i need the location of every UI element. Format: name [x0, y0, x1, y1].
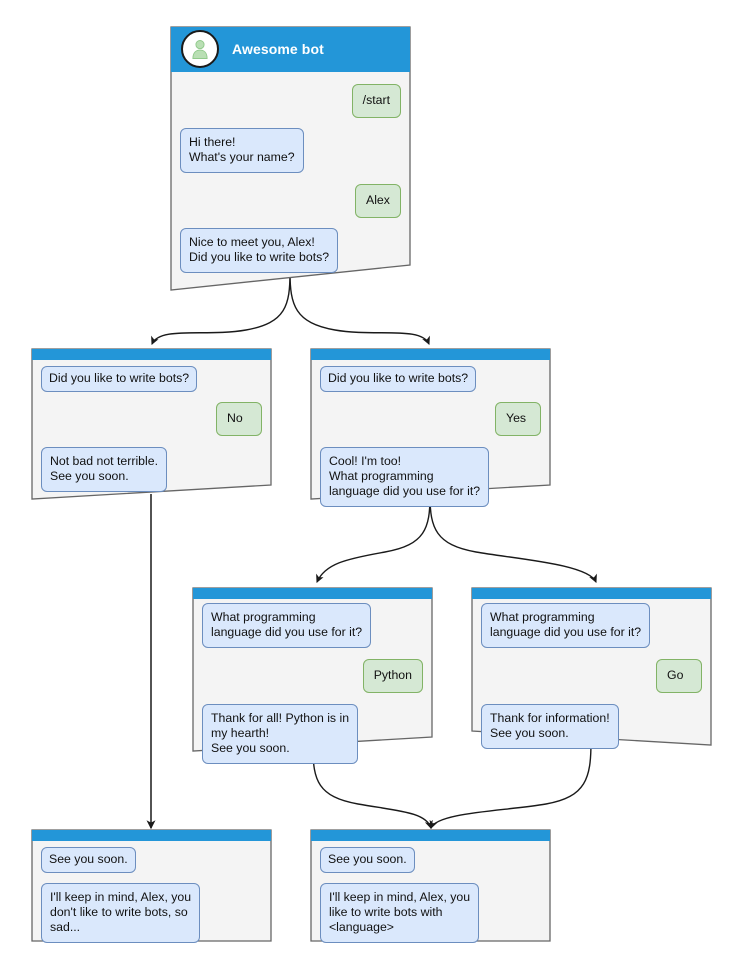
- node-root-chat: /start Hi there! What's your name? Alex …: [170, 72, 411, 273]
- bot-message-bubble: What programming language did you use fo…: [202, 603, 372, 648]
- message-row: What programming language did you use fo…: [202, 603, 423, 648]
- bot-message-bubble: Thank for all! Python is in my hearth! S…: [202, 704, 359, 764]
- node-end-sad-header: [31, 829, 272, 841]
- node-root[interactable]: Awesome bot /start Hi there! What's your…: [170, 26, 411, 291]
- message-row: Cool! I'm too! What programming language…: [320, 447, 541, 507]
- user-message-bubble: Go: [656, 659, 702, 693]
- bot-message-bubble: Nice to meet you, Alex! Did you like to …: [180, 228, 339, 273]
- edge-go-to-end-happy: [429, 741, 592, 830]
- bot-message-bubble: I'll keep in mind, Alex, you like to wri…: [320, 883, 480, 943]
- node-yes-branch-header: [310, 348, 551, 360]
- message-row: No: [41, 402, 262, 436]
- message-row: Yes: [320, 402, 541, 436]
- message-row: See you soon.: [320, 847, 541, 873]
- bot-message-bubble: Thank for information! See you soon.: [481, 704, 619, 749]
- message-row: Alex: [180, 184, 401, 218]
- message-row: Nice to meet you, Alex! Did you like to …: [180, 228, 401, 273]
- message-row: Thank for information! See you soon.: [481, 704, 702, 749]
- bot-message-bubble: Did you like to write bots?: [320, 366, 477, 392]
- bot-message-bubble: Cool! I'm too! What programming language…: [320, 447, 490, 507]
- user-message-bubble: Python: [362, 659, 423, 693]
- node-go-branch-chat: What programming language did you use fo…: [471, 599, 712, 749]
- node-end-sad[interactable]: See you soon. I'll keep in mind, Alex, y…: [31, 829, 272, 943]
- message-row: I'll keep in mind, Alex, you like to wri…: [320, 883, 541, 943]
- edge-yes-to-python: [316, 495, 431, 584]
- message-row: I'll keep in mind, Alex, you don't like …: [41, 883, 262, 943]
- bot-name-label: Awesome bot: [232, 41, 324, 57]
- message-row: Not bad not terrible. See you soon.: [41, 447, 262, 492]
- edge-yes-to-go: [429, 495, 597, 584]
- bot-message-bubble: I'll keep in mind, Alex, you don't like …: [41, 883, 201, 943]
- node-yes-branch-chat: Did you like to write bots? Yes Cool! I'…: [310, 360, 551, 507]
- node-end-happy[interactable]: See you soon. I'll keep in mind, Alex, y…: [310, 829, 551, 943]
- node-end-happy-header: [310, 829, 551, 841]
- message-row: Go: [481, 659, 702, 693]
- node-end-happy-chat: See you soon. I'll keep in mind, Alex, y…: [310, 841, 551, 943]
- message-row: Hi there! What's your name?: [180, 128, 401, 173]
- node-python-branch-chat: What programming language did you use fo…: [192, 599, 433, 764]
- bot-message-bubble: What programming language did you use fo…: [481, 603, 651, 648]
- bot-message-bubble: See you soon.: [320, 847, 415, 873]
- node-python-branch[interactable]: What programming language did you use fo…: [192, 587, 433, 764]
- user-message-bubble: Alex: [355, 184, 401, 218]
- node-end-sad-chat: See you soon. I'll keep in mind, Alex, y…: [31, 841, 272, 943]
- user-message-bubble: Yes: [495, 402, 541, 436]
- user-message-bubble: No: [216, 402, 262, 436]
- node-go-branch-header: [471, 587, 712, 599]
- node-yes-branch[interactable]: Did you like to write bots? Yes Cool! I'…: [310, 348, 551, 507]
- message-row: What programming language did you use fo…: [481, 603, 702, 648]
- message-row: See you soon.: [41, 847, 262, 873]
- message-row: Did you like to write bots?: [320, 366, 541, 392]
- node-no-branch-header: [31, 348, 272, 360]
- message-row: Python: [202, 659, 423, 693]
- bot-message-bubble: Hi there! What's your name?: [180, 128, 304, 173]
- node-root-header: Awesome bot: [170, 26, 411, 72]
- node-no-branch-chat: Did you like to write bots? No Not bad n…: [31, 360, 272, 492]
- message-row: /start: [180, 84, 401, 118]
- bot-message-bubble: See you soon.: [41, 847, 136, 873]
- bot-message-bubble: Did you like to write bots?: [41, 366, 198, 392]
- bot-message-bubble: Not bad not terrible. See you soon.: [41, 447, 168, 492]
- node-go-branch[interactable]: What programming language did you use fo…: [471, 587, 712, 749]
- node-no-branch[interactable]: Did you like to write bots? No Not bad n…: [31, 348, 272, 500]
- person-avatar-icon: [181, 30, 219, 68]
- message-row: Did you like to write bots?: [41, 366, 262, 392]
- node-python-branch-header: [192, 587, 433, 599]
- message-row: Thank for all! Python is in my hearth! S…: [202, 704, 423, 764]
- user-message-bubble: /start: [351, 84, 401, 118]
